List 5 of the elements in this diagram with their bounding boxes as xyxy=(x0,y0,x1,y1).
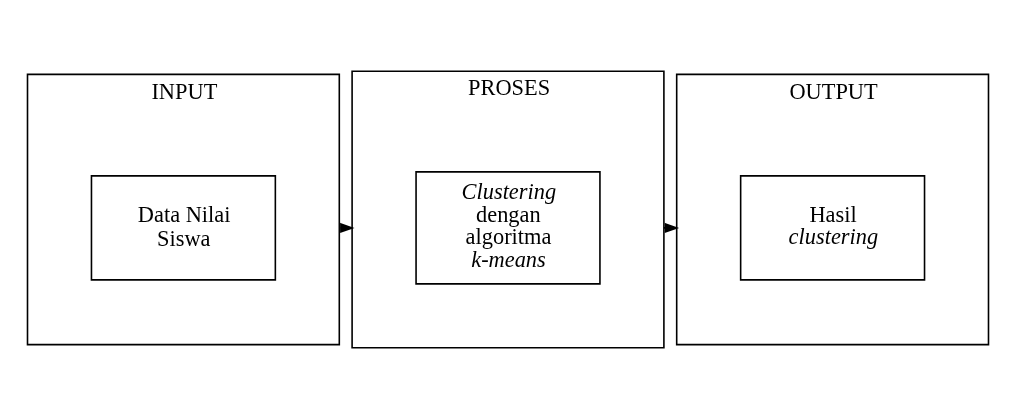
node-box: Hasil clustering xyxy=(739,174,926,281)
node-box: Data Nilai Siswa xyxy=(90,174,277,281)
node-box: Clustering dengan algoritma k-means xyxy=(415,170,601,285)
arrow xyxy=(338,222,355,233)
arrow xyxy=(663,222,680,233)
